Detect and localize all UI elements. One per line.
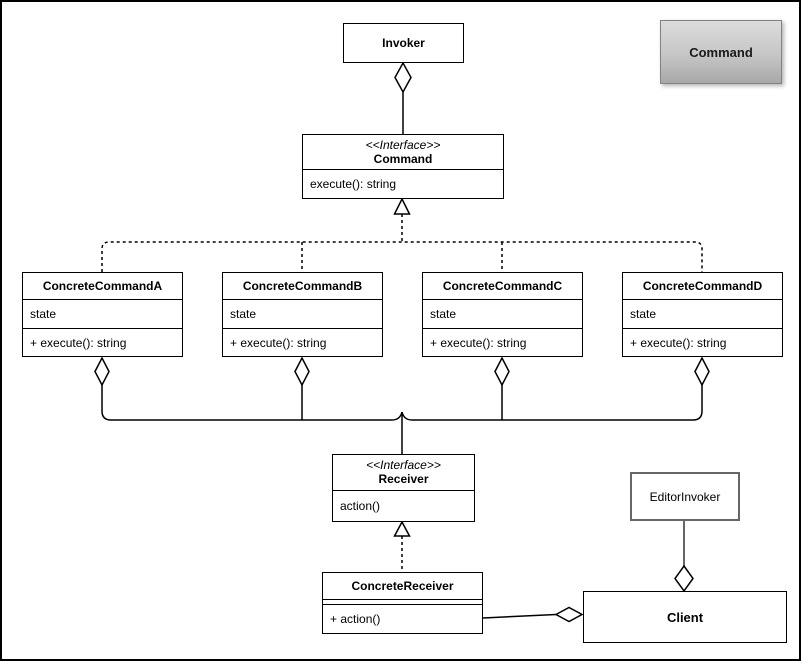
attribute-row: state <box>23 299 182 328</box>
class-concrete-receiver: ConcreteReceiver + action() <box>322 572 483 634</box>
empty-attribute-row <box>323 599 482 604</box>
aggregation-diamond-icon <box>554 606 584 623</box>
stereotype-label: <<Interface>> <box>366 458 441 472</box>
edges-commands-receiver-aggregation <box>94 356 710 454</box>
attribute-row: state <box>623 299 782 328</box>
class-invoker: Invoker <box>343 23 464 63</box>
aggregation-diamond-icon <box>394 61 412 94</box>
method-row: + execute(): string <box>423 328 582 356</box>
class-title: ConcreteCommandC <box>442 279 563 293</box>
attribute-row: state <box>223 299 382 328</box>
class-title: Receiver <box>378 472 429 486</box>
edge-editorinvoker-client-aggregation <box>674 521 694 593</box>
class-title: ConcreteCommandA <box>42 279 163 293</box>
class-title: Command <box>373 151 433 166</box>
attribute-row: state <box>423 299 582 328</box>
class-title: Invoker <box>382 36 425 50</box>
class-header: <<Interface>> Receiver <box>333 455 474 490</box>
realization-triangle-icon <box>393 197 411 215</box>
command-title-plate: Command <box>660 20 782 84</box>
method-row: + execute(): string <box>23 328 182 356</box>
aggregation-diamond-icon <box>694 356 710 387</box>
method-row: + execute(): string <box>623 328 782 356</box>
aggregation-diamond-icon <box>494 356 510 387</box>
class-concrete-command-c: ConcreteCommandC state + execute(): stri… <box>422 272 583 357</box>
class-client: Client <box>583 591 787 643</box>
interface-receiver: <<Interface>> Receiver action() <box>332 454 475 522</box>
class-title: ConcreteReceiver <box>351 579 454 593</box>
class-concrete-command-d: ConcreteCommandD state + execute(): stri… <box>622 272 783 357</box>
realization-triangle-icon <box>393 520 411 537</box>
method-row: execute(): string <box>303 169 503 198</box>
class-editor-invoker: EditorInvoker <box>630 472 740 521</box>
interface-command: <<Interface>> Command execute(): string <box>302 134 504 199</box>
stereotype-label: <<Interface>> <box>365 137 441 152</box>
edge-receiver-realization <box>393 520 411 572</box>
method-row: + execute(): string <box>223 328 382 356</box>
class-concrete-command-b: ConcreteCommandB state + execute(): stri… <box>222 272 383 357</box>
edge-client-receiver-aggregation <box>482 606 584 623</box>
edge-invoker-command-aggregation <box>394 61 412 134</box>
method-row: + action() <box>323 604 482 633</box>
class-header: <<Interface>> Command <box>303 135 503 169</box>
class-title: Client <box>666 609 704 625</box>
aggregation-diamond-icon <box>294 356 310 387</box>
class-concrete-command-a: ConcreteCommandA state + execute(): stri… <box>22 272 183 357</box>
method-row: action() <box>333 490 474 521</box>
aggregation-diamond-icon <box>94 356 110 387</box>
class-title: ConcreteCommandD <box>642 279 763 293</box>
class-title: EditorInvoker <box>649 489 721 504</box>
edge-command-realizations <box>101 197 703 272</box>
aggregation-diamond-icon <box>674 564 694 593</box>
plate-label: Command <box>689 44 753 60</box>
class-title: ConcreteCommandB <box>242 279 363 293</box>
